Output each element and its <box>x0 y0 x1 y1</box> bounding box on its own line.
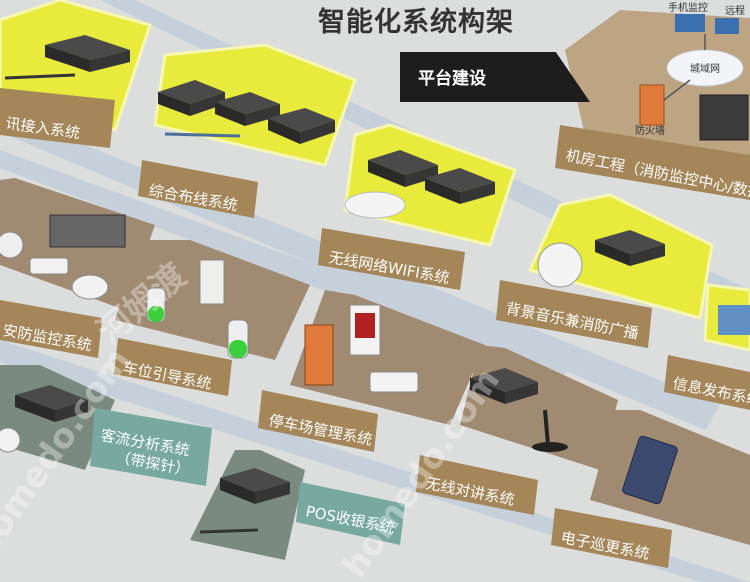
patrol-device-icon <box>622 435 678 505</box>
mobile-monitor-label: 手机监控 <box>668 1 708 14</box>
label-pos-collection: POS收银系统 <box>296 482 405 545</box>
switch-icon <box>158 80 225 116</box>
server-rack-icon <box>699 94 749 141</box>
switch-icon <box>595 230 665 266</box>
cable-icon <box>199 528 259 534</box>
link-line <box>663 79 691 101</box>
switch-icon <box>268 108 335 144</box>
cable-icon <box>164 132 241 138</box>
panel-parking-management <box>290 290 485 425</box>
firewall-icon <box>639 84 665 126</box>
label-passenger-flow: 客流分析系统 （带探针） <box>90 408 212 486</box>
label-info-release: 信息发布系统 <box>664 355 750 410</box>
antenna-icon <box>543 409 550 446</box>
dome-camera-icon <box>0 231 24 259</box>
switch-icon <box>220 468 290 504</box>
platform-label: 平台建设 <box>418 69 486 89</box>
ticket-machine-icon <box>304 324 334 386</box>
bullet-camera-icon <box>29 257 69 275</box>
device-layer <box>0 14 750 534</box>
display-screen-icon <box>355 313 375 338</box>
network-captions: 手机监控 远程 城域网 防火墙 <box>635 1 745 137</box>
page-title: 智能化系统构架 <box>318 7 514 38</box>
cable-icon <box>4 73 76 80</box>
nvr-icon <box>49 214 126 248</box>
platform-banner: 平台建设 <box>400 52 590 102</box>
antenna-base-icon <box>532 442 568 452</box>
wan-label: 城域网 <box>690 62 720 75</box>
switch-icon <box>425 168 495 204</box>
lpr-camera-icon <box>369 371 419 393</box>
parking-indicator-light-icon <box>148 306 164 322</box>
road-row2 <box>0 150 575 380</box>
laptop-icon <box>675 14 705 32</box>
remote-label: 远程 <box>725 5 745 17</box>
switch-icon <box>15 385 88 422</box>
switch-icon <box>45 35 130 72</box>
speaker-icon <box>537 242 583 288</box>
switch-icon <box>470 368 538 404</box>
parking-indicator-light-icon <box>229 340 247 358</box>
wifi-access-point-icon <box>344 191 406 219</box>
panel-patrol <box>590 410 750 545</box>
parking-detector-icon <box>199 259 225 305</box>
firewall-label: 防火墙 <box>635 124 665 137</box>
label-layer: 讯接入系统 综合布线系统 无线网络WIFI系统 机房工程（消防监控中心/数据 安… <box>0 88 750 568</box>
switch-icon <box>215 92 280 126</box>
laptop-icon <box>715 18 739 34</box>
label-telecom-access: 讯接入系统 <box>0 88 115 148</box>
display-screen-icon <box>718 305 750 335</box>
turret-camera-icon <box>71 274 109 300</box>
brown-panels <box>0 178 750 545</box>
probe-camera-icon <box>0 427 21 453</box>
switch-icon <box>368 150 438 187</box>
